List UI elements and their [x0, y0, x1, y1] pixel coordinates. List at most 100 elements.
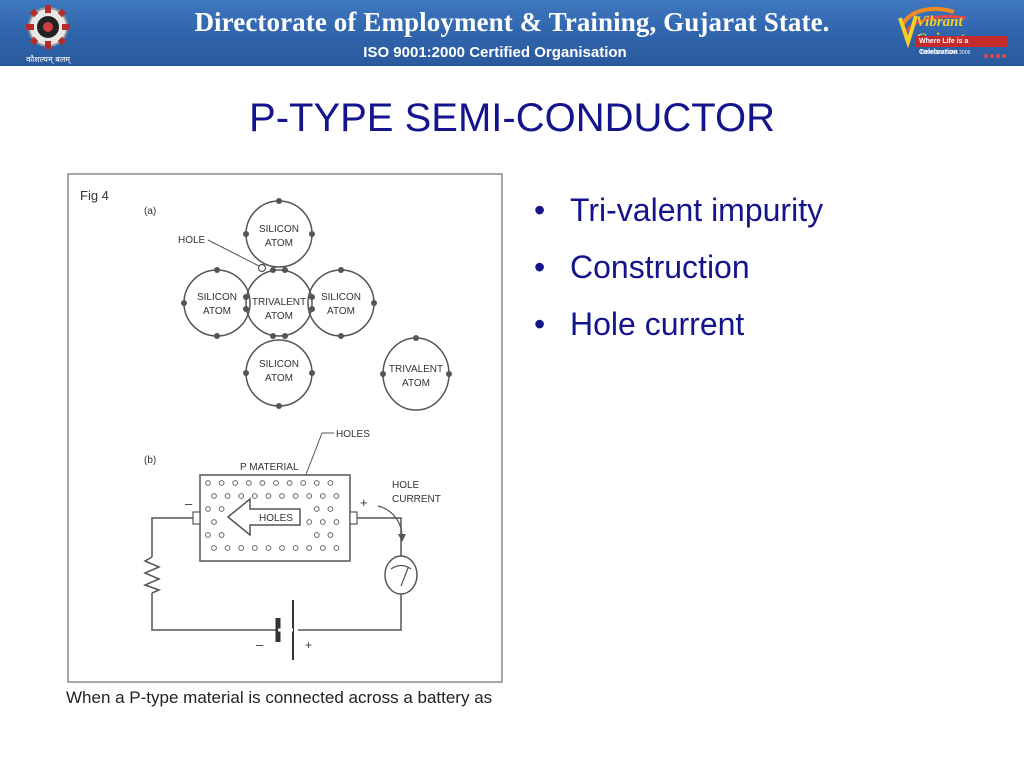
- hole-dot: [286, 480, 293, 486]
- header-bar: कौशल्यम् बलम् Directorate of Employment …: [0, 0, 1024, 66]
- hole-current-arrowhead: [398, 534, 406, 542]
- bullet-text: Hole current: [570, 306, 745, 342]
- hole-dot: [251, 545, 258, 551]
- hole-dot: [319, 493, 326, 499]
- circuit-wires: [151, 517, 402, 631]
- hole-dot: [319, 545, 326, 551]
- bullet-text: Tri-valent impurity: [570, 192, 824, 228]
- brand-year: TOURISM YEAR 2006: [920, 50, 971, 56]
- diagram-svg: Fig 4 (a) HOLE SILICON ATOM: [67, 173, 503, 683]
- atom-center: [245, 269, 313, 337]
- hole-dot: [251, 493, 258, 499]
- hole-dot: [259, 480, 266, 486]
- atom-center-label-1: TRIVALENT: [252, 297, 306, 308]
- left-logo-caption: कौशल्यम् बलम्: [26, 55, 71, 64]
- atom-top-label-1: SILICON: [259, 224, 299, 235]
- resistor-icon: [142, 556, 162, 594]
- atom-bottom-label-2: ATOM: [265, 373, 293, 384]
- hole-dot: [327, 532, 334, 538]
- hole-dot: [327, 480, 334, 486]
- hole-dots: [205, 480, 340, 551]
- p-type-diagram: Fig 4 (a) HOLE SILICON ATOM: [60, 172, 510, 717]
- hole-marker: [257, 263, 267, 273]
- atom-right-label-2: ATOM: [327, 306, 355, 317]
- left-terminal: [192, 511, 201, 525]
- slide-title: P-TYPE SEMI-CONDUCTOR: [249, 96, 775, 140]
- hole-current-label-2: CURRENT: [392, 494, 441, 505]
- fig-label: Fig 4: [80, 188, 109, 203]
- part-b-label: (b): [144, 455, 156, 466]
- bullet-text: Construction: [570, 249, 750, 285]
- gear-emblem-icon: [26, 5, 70, 49]
- bullet-item: •Construction: [534, 247, 974, 287]
- hole-dot: [292, 493, 299, 499]
- brand-tagline: Where Life is a Celebration: [916, 36, 1008, 56]
- hole-dot: [327, 506, 334, 512]
- hole-dot: [265, 493, 272, 499]
- hole-current-label-1: HOLE: [392, 480, 420, 491]
- trivalent-legend-label-1: TRIVALENT: [389, 364, 443, 375]
- hole-dot: [245, 480, 252, 486]
- vibrant-gujarat-logo: Vibrant Gujarat Where Life is a Celebrat…: [896, 4, 1014, 62]
- atom-center-label-2: ATOM: [265, 311, 293, 322]
- holes-leader-line: [299, 432, 334, 491]
- battery-plus: +: [305, 638, 312, 652]
- hole-dot: [218, 480, 225, 486]
- trivalent-legend-label-2: ATOM: [402, 378, 430, 389]
- hole-dot: [265, 545, 272, 551]
- battery-minus: –: [256, 637, 264, 652]
- hole-dot: [306, 493, 313, 499]
- bullet-dot: •: [534, 306, 546, 342]
- figure-caption: When a P-type material is connected acro…: [66, 688, 493, 707]
- hole-dot: [300, 480, 307, 486]
- electron-dots: [181, 198, 452, 409]
- hole-label: HOLE: [178, 235, 206, 246]
- figure-frame: [67, 173, 503, 683]
- hole-dot: [205, 480, 211, 486]
- bullet-item: • Hole current: [534, 304, 974, 344]
- hole-dot: [205, 532, 211, 538]
- hole-dot: [238, 493, 245, 499]
- p-material-label: P MATERIAL: [240, 462, 299, 473]
- hole-dot: [224, 545, 231, 551]
- atom-top-label-2: ATOM: [265, 238, 293, 249]
- org-title: Directorate of Employment & Training, Gu…: [194, 7, 830, 37]
- hole-dot: [279, 545, 285, 551]
- hole-dot: [319, 519, 326, 525]
- hole-dot: [333, 493, 340, 499]
- atom-bottom-label-1: SILICON: [259, 359, 299, 370]
- hole-dot: [273, 480, 279, 486]
- atom-right-label-1: SILICON: [321, 292, 361, 303]
- hole-dot: [218, 506, 225, 512]
- hole-dot: [211, 519, 217, 525]
- org-subtitle: ISO 9001:2000 Certified Organisation: [363, 44, 627, 61]
- hole-dot: [313, 480, 320, 486]
- hole-dot: [333, 519, 340, 525]
- hole-dot: [306, 519, 313, 525]
- hole-dot: [218, 532, 225, 538]
- terminal-plus: +: [360, 495, 368, 510]
- hole-dot: [205, 506, 211, 512]
- hole-dot: [313, 532, 320, 538]
- bullet-dot: •: [534, 192, 546, 228]
- part-a-label: (a): [144, 206, 156, 217]
- hole-dot: [224, 493, 231, 499]
- holes-callout-label: HOLES: [336, 429, 370, 440]
- hole-leader-line: [207, 239, 260, 267]
- hole-dot: [313, 506, 320, 512]
- swirl-logo-icon: [898, 6, 1006, 58]
- bullet-item: • Tri-valent impurity: [534, 190, 974, 230]
- hole-dot: [211, 545, 217, 551]
- hole-dot: [306, 545, 313, 551]
- hole-dot: [333, 545, 340, 551]
- hole-dot: [279, 493, 285, 499]
- holes-arrow-icon: [226, 497, 301, 537]
- holes-arrow-label: HOLES: [259, 513, 293, 524]
- terminal-minus: –: [185, 496, 193, 511]
- right-terminal: [349, 511, 358, 525]
- hole-dot: [211, 493, 217, 499]
- hole-dot: [232, 480, 239, 486]
- ammeter-icon: [384, 555, 418, 595]
- atom-left-label-1: SILICON: [197, 292, 237, 303]
- hole-dot: [238, 545, 245, 551]
